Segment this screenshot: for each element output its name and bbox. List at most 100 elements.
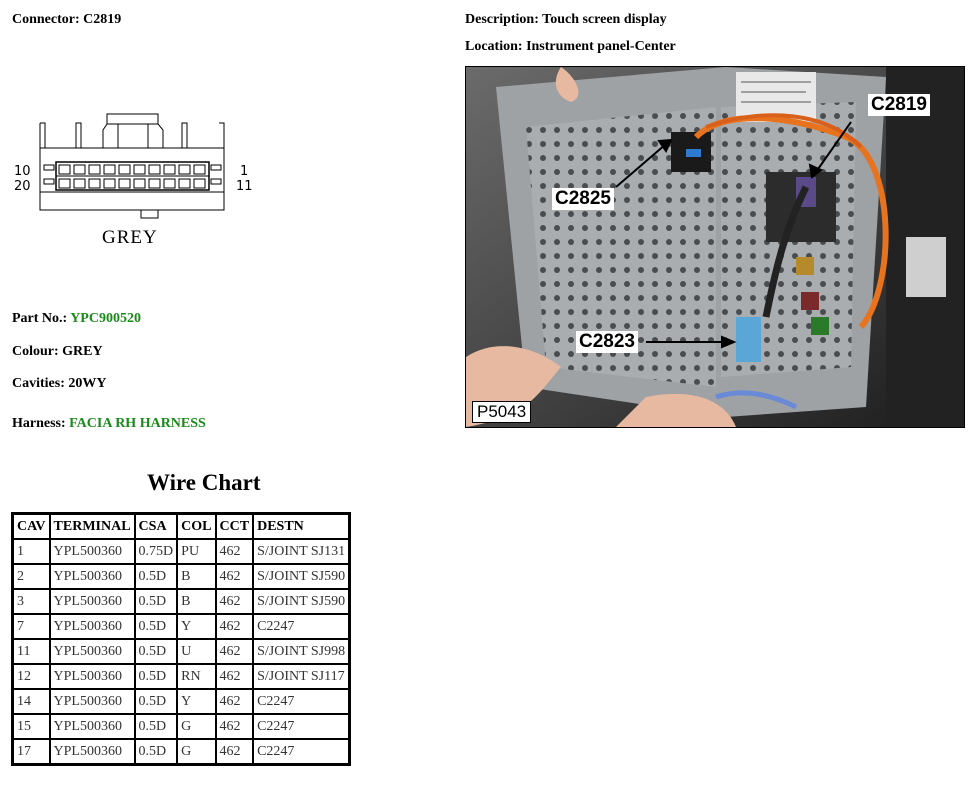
cav-cell: 14 xyxy=(11,688,51,715)
col-cell: B xyxy=(176,588,217,615)
part-no-row: Part No.: YPC900520 xyxy=(12,311,141,327)
cavity-cell xyxy=(193,178,206,189)
harness-row: Harness: FACIA RH HARNESS xyxy=(12,416,206,432)
cct-cell: 462 xyxy=(214,738,255,766)
header-cct: CCT xyxy=(214,512,255,540)
cct-cell: 462 xyxy=(214,613,255,640)
location-heading: Location: Instrument panel-Center xyxy=(465,39,676,55)
col-cell: G xyxy=(176,713,217,740)
cavities-row: Cavities: 20WY xyxy=(12,376,107,392)
terminal-cell: YPL500360 xyxy=(48,613,136,640)
cav-cell: 15 xyxy=(11,713,51,740)
cct-cell: 462 xyxy=(214,663,255,690)
csa-cell: 0.5D xyxy=(133,663,179,690)
cavity-cell xyxy=(88,178,101,189)
col-cell: Y xyxy=(176,688,217,715)
col-cell: PU xyxy=(176,538,217,565)
terminal-cell: YPL500360 xyxy=(48,588,136,615)
connector-location-photo: C2819 C2825 C2823 P5043 xyxy=(465,66,965,428)
pin-label-10: 10 xyxy=(14,164,31,179)
destn-cell: C2247 xyxy=(252,713,351,740)
wire-chart-title: Wire Chart xyxy=(147,470,261,495)
destn-cell: S/JOINT SJ590 xyxy=(252,563,351,590)
wire-chart-header-row: CAV TERMINAL CSA COL CCT DESTN xyxy=(11,512,351,540)
cavity-cell xyxy=(178,178,191,189)
description-label: Description: xyxy=(465,12,539,27)
col-cell: B xyxy=(176,563,217,590)
description-value: Touch screen display xyxy=(542,12,667,27)
terminal-cell: YPL500360 xyxy=(48,688,136,715)
destn-cell: C2247 xyxy=(252,613,351,640)
csa-cell: 0.5D xyxy=(133,713,179,740)
cavities-label: Cavities: xyxy=(12,376,65,391)
terminal-cell: YPL500360 xyxy=(48,638,136,665)
cavities-value: 20WY xyxy=(68,376,107,391)
harness-label: Harness: xyxy=(12,416,66,431)
col-cell: U xyxy=(176,638,217,665)
header-csa: CSA xyxy=(133,512,179,540)
pin-label-1: 1 xyxy=(240,164,248,179)
cavity-cell xyxy=(88,164,101,175)
cct-cell: 462 xyxy=(214,713,255,740)
cav-cell: 7 xyxy=(11,613,51,640)
connector-face-diagram: 10 20 1 11 GREY xyxy=(14,113,253,248)
cct-cell: 462 xyxy=(214,688,255,715)
header-terminal: TERMINAL xyxy=(48,512,136,540)
terminal-cell: YPL500360 xyxy=(48,713,136,740)
photo-code: P5043 xyxy=(472,401,532,423)
pin-label-11: 11 xyxy=(236,179,253,194)
col-cell: Y xyxy=(176,613,217,640)
cct-cell: 462 xyxy=(214,538,255,565)
destn-cell: C2247 xyxy=(252,738,351,766)
csa-cell: 0.5D xyxy=(133,588,179,615)
cavity-cell xyxy=(163,178,176,189)
destn-cell: C2247 xyxy=(252,688,351,715)
csa-cell: 0.75D xyxy=(133,538,179,565)
callout-c2825: C2825 xyxy=(552,188,614,210)
part-no-label: Part No.: xyxy=(12,311,68,326)
csa-cell: 0.5D xyxy=(133,563,179,590)
cct-cell: 462 xyxy=(214,563,255,590)
location-value: Instrument panel-Center xyxy=(526,39,676,54)
destn-cell: S/JOINT SJ131 xyxy=(252,538,351,565)
description-heading: Description: Touch screen display xyxy=(465,12,667,28)
cavity-cell xyxy=(73,164,86,175)
csa-cell: 0.5D xyxy=(133,688,179,715)
part-no-value: YPC900520 xyxy=(70,311,141,326)
cavity-cell xyxy=(103,164,116,175)
connector-heading: Connector: C2819 xyxy=(12,12,121,28)
csa-cell: 0.5D xyxy=(133,613,179,640)
cav-cell: 1 xyxy=(11,538,51,565)
cavity-cell xyxy=(163,164,176,175)
pin-label-20: 20 xyxy=(14,179,31,194)
callout-c2819: C2819 xyxy=(868,94,930,116)
colour-label: Colour: xyxy=(12,344,59,359)
cavity-cell xyxy=(58,178,71,189)
cavity-cell xyxy=(193,164,206,175)
cavity-cell xyxy=(103,178,116,189)
colour-value: GREY xyxy=(62,344,103,359)
cav-cell: 17 xyxy=(11,738,51,766)
connector-color-text: GREY xyxy=(102,227,158,248)
header-cav: CAV xyxy=(11,512,51,540)
cavity-cell xyxy=(118,178,131,189)
col-cell: RN xyxy=(176,663,217,690)
destn-cell: S/JOINT SJ590 xyxy=(252,588,351,615)
callout-c2823: C2823 xyxy=(576,331,638,353)
cct-cell: 462 xyxy=(214,638,255,665)
cav-cell: 11 xyxy=(11,638,51,665)
harness-value: FACIA RH HARNESS xyxy=(69,416,206,431)
header-col: COL xyxy=(176,512,217,540)
cavity-cell xyxy=(178,164,191,175)
cav-cell: 2 xyxy=(11,563,51,590)
cav-cell: 3 xyxy=(11,588,51,615)
csa-cell: 0.5D xyxy=(133,738,179,766)
